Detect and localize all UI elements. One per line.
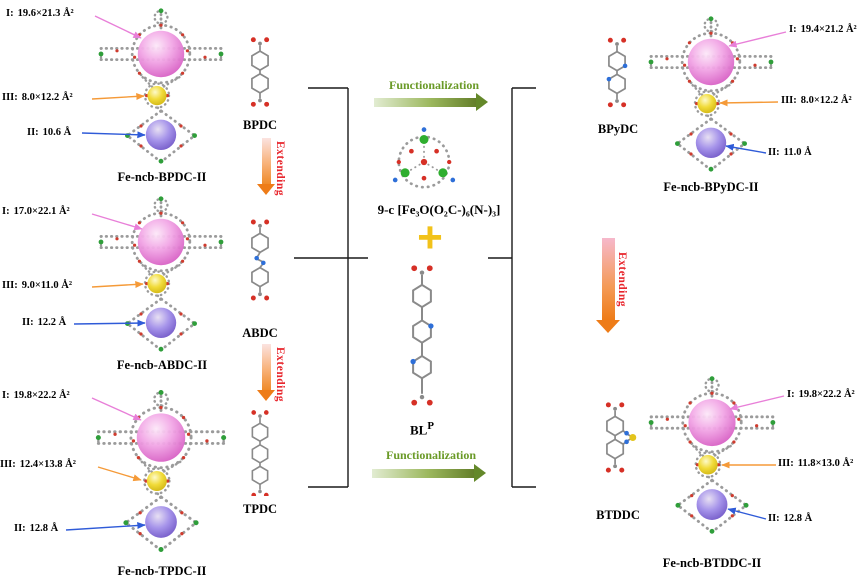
pore-annotation: II:10.6 Å (27, 127, 71, 138)
pore-region-label: II: (27, 127, 39, 138)
linker-btddc-molecule (605, 401, 638, 474)
mof-structure-fe-ncb-bpydc (647, 14, 775, 174)
structure-caption: Fe-ncb-BPyDC-II (663, 180, 759, 194)
pore-size: 11.8×13.0 Å² (797, 458, 854, 469)
arrow-shaft (601, 238, 615, 320)
linker-label-bpydc: BPyDC (597, 122, 639, 136)
pore-region-label: I: (6, 8, 14, 19)
extending-arrow-2 (257, 344, 275, 401)
pore-size: 19.6×21.3 Å² (17, 8, 74, 19)
pore-region-label: I: (789, 24, 797, 35)
arrow-head (257, 184, 275, 195)
structure-caption: Fe-ncb-BTDDC-II (662, 556, 762, 570)
bl-superscript: P (427, 420, 434, 432)
mof-structure-fe-ncb-bpdc (97, 6, 225, 166)
pore-annotation: I:19.4×21.2 Å² (789, 24, 857, 35)
arrow-shaft (261, 344, 271, 390)
pore-size: 12.4×13.8 Å² (19, 459, 76, 470)
pore-size: 8.0×12.2 Å² (21, 92, 73, 103)
functionalization-label-top: Functionalization (388, 78, 479, 92)
pore-annotation: III:8.0×12.2 Å² (2, 92, 73, 103)
pore-size: 19.8×22.2 Å² (798, 389, 855, 400)
pore-size: 17.0×22.1 Å² (13, 206, 70, 217)
mof-structure-fe-ncb-abdc (97, 194, 225, 354)
linker-label-blp: BLP (398, 420, 446, 438)
arrow-shaft (374, 97, 476, 107)
pore-annotation: III:12.4×13.8 Å² (0, 459, 76, 470)
pore-size: 19.4×21.2 Å² (800, 24, 857, 35)
arrow-head (596, 320, 620, 333)
linker-label-abdc: ABDC (242, 326, 278, 340)
pore-region-label: III: (778, 458, 794, 469)
pore-annotation: I:19.6×21.3 Å² (6, 8, 74, 19)
pore-size: 8.0×12.2 Å² (800, 95, 852, 106)
extending-label: Extending (274, 141, 286, 196)
functionalization-arrow-top (374, 93, 488, 111)
pore-size: 12.8 Å (783, 513, 813, 524)
pore-region-label: II: (768, 147, 780, 158)
pore-region-label: III: (2, 280, 18, 291)
pore-region-label: I: (787, 389, 795, 400)
pore-region-label: III: (781, 95, 797, 106)
linker-label-tpdc: TPDC (242, 502, 278, 516)
pore-region-label: II: (768, 513, 780, 524)
pore-annotation: I:19.8×22.2 Å² (2, 390, 70, 401)
pore-size: 10.6 Å (42, 127, 72, 138)
pore-size: 12.2 Å (37, 317, 67, 328)
plus-sign: + (417, 213, 443, 262)
pore-annotation: I:17.0×22.1 Å² (2, 206, 70, 217)
linker-abdc-molecule (250, 218, 270, 302)
structure-caption: Fe-ncb-BPDC-II (117, 170, 207, 184)
linker-blp-molecule (409, 264, 435, 407)
bl-base: BL (410, 422, 428, 438)
pore-size: 11.0 Å (783, 147, 812, 158)
linker-label-btddc: BTDDC (596, 508, 640, 522)
functionalization-label-bottom: Functionalization (385, 448, 476, 462)
pore-annotation: II:12.2 Å (22, 317, 66, 328)
pore-region-label: I: (2, 206, 10, 217)
functionalization-arrow-bottom (372, 464, 486, 482)
pore-annotation: II:12.8 Å (768, 513, 812, 524)
arrow-shaft (372, 468, 474, 478)
mof-structure-fe-ncb-tpdc (94, 388, 228, 554)
pore-annotation: II:11.0 Å (768, 147, 812, 158)
pore-region-label: II: (14, 523, 26, 534)
structure-caption: Fe-ncb-ABDC-II (116, 358, 208, 372)
arrow-head (476, 93, 488, 111)
arrow-head (257, 390, 275, 401)
pore-size: 9.0×11.0 Å² (21, 280, 73, 291)
pore-annotation: III:9.0×11.0 Å² (2, 280, 72, 291)
pore-size: 19.8×22.2 Å² (13, 390, 70, 401)
arrow-head (474, 464, 486, 482)
pore-annotation: I:19.8×22.2 Å² (787, 389, 855, 400)
pore-annotation: III:8.0×12.2 Å² (781, 95, 852, 106)
pore-region-label: II: (22, 317, 34, 328)
pore-region-label: III: (0, 459, 16, 470)
extending-arrow-1 (257, 138, 275, 195)
mof-structure-fe-ncb-btddc (647, 374, 777, 536)
extending-arrow-right (596, 238, 620, 333)
extending-label: Extending (616, 252, 628, 307)
extending-label: Extending (274, 347, 286, 402)
structure-caption: Fe-ncb-TPDC-II (117, 564, 207, 578)
linker-label-bpdc: BPDC (242, 118, 278, 132)
arrow-shaft (261, 138, 271, 184)
pore-size: 12.8 Å (29, 523, 59, 534)
fe3o-cluster-graphic (391, 126, 457, 189)
pore-region-label: III: (2, 92, 18, 103)
pore-region-label: I: (2, 390, 10, 401)
linker-bpydc-molecule (605, 36, 629, 109)
linker-bpdc-molecule (250, 36, 270, 108)
pore-annotation: II:12.8 Å (14, 523, 58, 534)
linker-tpdc-molecule (250, 409, 270, 496)
pore-annotation: III:11.8×13.0 Å² (778, 458, 853, 469)
